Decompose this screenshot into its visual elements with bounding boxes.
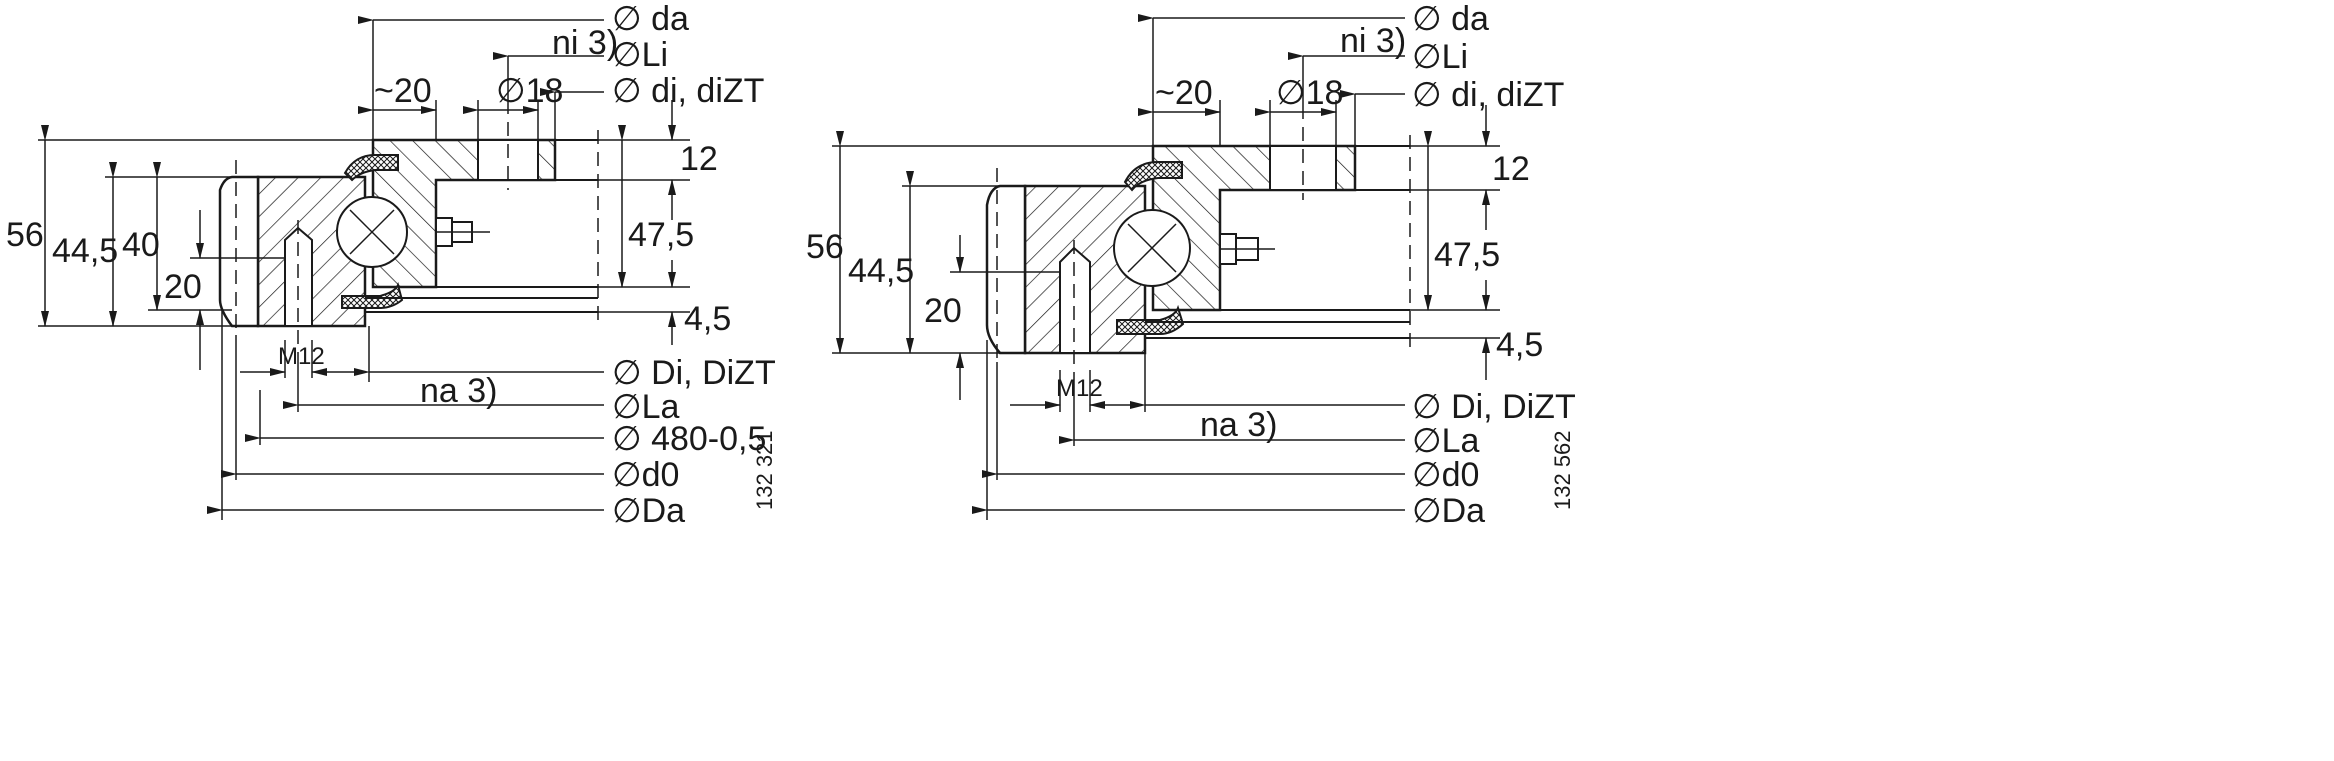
label-Li: ∅Li [612, 36, 668, 74]
label-Di: ∅ Di, DiZT [1412, 388, 1576, 426]
label-La: ∅La [1412, 422, 1480, 460]
left-seal-bottom [341, 281, 404, 309]
label-47-5: 47,5 [628, 216, 694, 254]
label-height-56: 56 [806, 228, 844, 266]
label-47-5: 47,5 [1434, 236, 1500, 274]
left-view: ∅ da ni 3) ∅Li ∅ di, diZT ~20 ∅18 56 44,… [6, 0, 777, 530]
label-12: 12 [680, 140, 718, 178]
label-height-20: 20 [924, 292, 962, 330]
label-Di: ∅ Di, DiZT [612, 354, 776, 392]
label-height-20: 20 [164, 268, 202, 306]
label-Da: ∅Da [1412, 492, 1485, 530]
left-seal-top [343, 154, 399, 182]
drawing-id-left: 132 321 [752, 430, 777, 510]
label-Da: ∅Da [612, 492, 685, 530]
drawing-id-right: 132 562 [1550, 430, 1575, 510]
label-na: na 3) [1200, 406, 1278, 444]
label-M12: M12 [1056, 375, 1103, 402]
label-d480: ∅ 480-0,5 [612, 420, 766, 458]
label-bolt-hole: ∅18 [1276, 74, 1343, 112]
right-outer-lip [985, 184, 1027, 355]
right-seal-top [1123, 161, 1183, 192]
label-di: ∅ di, diZT [1412, 76, 1564, 114]
label-ni: ni 3) [552, 24, 618, 62]
label-da: ∅ da [612, 0, 689, 38]
label-d0: ∅d0 [612, 456, 679, 494]
label-approx20: ~20 [374, 72, 432, 110]
label-bolt-hole: ∅18 [496, 72, 563, 110]
label-12: 12 [1492, 150, 1530, 188]
label-4-5: 4,5 [684, 300, 731, 338]
label-M12: M12 [278, 343, 325, 370]
label-height-56: 56 [6, 216, 44, 254]
label-Li: ∅Li [1412, 38, 1468, 76]
label-4-5: 4,5 [1496, 326, 1543, 364]
left-outer-lip [218, 175, 260, 328]
label-height-40: 40 [122, 226, 160, 264]
right-threaded-hole [1059, 246, 1091, 354]
label-La: ∅La [612, 388, 680, 426]
label-height-44-5: 44,5 [848, 252, 914, 290]
label-di: ∅ di, diZT [612, 72, 764, 110]
right-view: ∅ da ni 3) ∅Li ∅ di, diZT ~20 ∅18 56 44,… [806, 0, 1576, 530]
label-ni: ni 3) [1340, 22, 1406, 60]
label-da: ∅ da [1412, 0, 1489, 38]
label-na: na 3) [420, 372, 498, 410]
label-d0: ∅d0 [1412, 456, 1479, 494]
label-height-44-5: 44,5 [52, 232, 118, 270]
label-approx20: ~20 [1155, 74, 1213, 112]
